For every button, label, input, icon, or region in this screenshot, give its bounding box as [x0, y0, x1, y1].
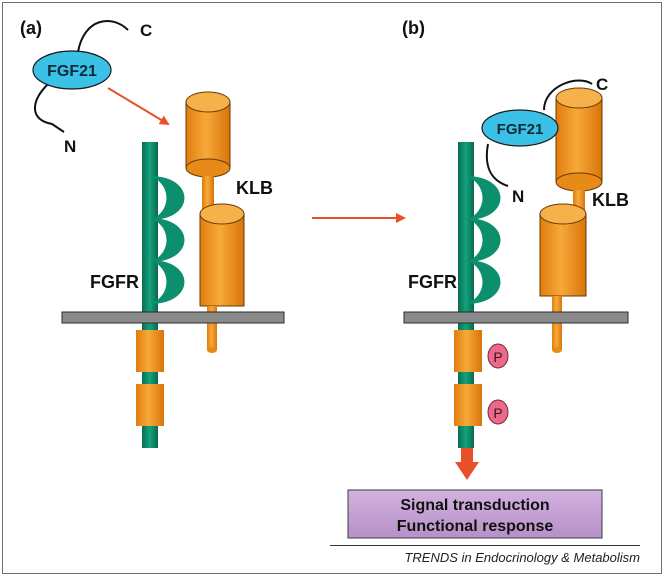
phospho-mark-2: P: [487, 399, 509, 425]
fgfr-ig-loop-1-a: [150, 176, 185, 220]
fgfr-ig-loop-3-a: [150, 260, 185, 304]
cell-membrane-a: [61, 311, 285, 324]
klb-tail-end-b: [552, 347, 562, 353]
output-line-1: Signal transduction: [400, 497, 549, 514]
klb-upper-cylinder-b: [555, 97, 603, 183]
binding-arrow-a: [107, 87, 170, 126]
fgfr-ig-loop-2-b: [466, 218, 501, 262]
klb-tail-a: [207, 306, 217, 350]
signaling-arrow: [455, 448, 479, 480]
klb-upper-cylinder-a: [185, 101, 231, 169]
klb-lower-cylinder-b: [539, 213, 587, 297]
klb-upper-base-a: [185, 158, 231, 178]
phospho-mark-1: P: [487, 343, 509, 369]
fgfr-receptor-b: FGFR: [408, 142, 501, 448]
fgf21-ligand-b: FGF21 C N: [481, 75, 608, 206]
klb-upper-cap-a: [185, 91, 231, 113]
klb-coreceptor-a: KLB: [185, 91, 273, 353]
c-terminus-tail-a: [77, 20, 129, 53]
fgf21-ellipse-a: [32, 50, 112, 90]
fgf21-label-a: FGF21: [47, 63, 97, 80]
fgfr-kinase-2-a: [136, 384, 164, 426]
n-terminus-label-b: N: [512, 187, 524, 206]
panel-b-label: (b): [402, 18, 425, 38]
fgfr-ig-loop-1-b: [466, 176, 501, 220]
n-terminus-label-a: N: [64, 137, 76, 156]
klb-upper-cap-b: [555, 87, 603, 109]
fgfr-kinase-2-b: [454, 384, 482, 426]
c-terminus-label-b: C: [596, 75, 608, 94]
fgf21-ligand-a: FGF21 C N: [32, 20, 152, 156]
klb-linker-a: [202, 176, 214, 214]
klb-lower-cap-a: [199, 203, 245, 225]
klb-label-a: KLB: [236, 178, 273, 198]
klb-lower-cylinder-a: [199, 213, 245, 307]
fgf21-ellipse-b: [481, 109, 559, 147]
phospho-label-1: P: [493, 349, 502, 365]
klb-upper-base-b: [555, 172, 603, 192]
fgfr-receptor-a: FGFR: [90, 142, 185, 448]
panel-a-label: (a): [20, 18, 42, 38]
n-terminus-tail-b: [485, 143, 509, 187]
fgfr-label-a: FGFR: [90, 272, 139, 292]
fgfr-ig-loop-3-b: [466, 260, 501, 304]
klb-label-b: KLB: [592, 190, 629, 210]
output-line-2: Functional response: [397, 518, 554, 535]
klb-tail-end-a: [207, 347, 217, 353]
phospho-label-2: P: [493, 405, 502, 421]
fgfr-ig-loop-2-a: [150, 218, 185, 262]
journal-footer: TRENDS in Endocrinology & Metabolism: [330, 545, 640, 565]
fgfr-kinase-1-b: [454, 330, 482, 372]
cell-membrane-b: [403, 311, 629, 324]
fgf21-label-b: FGF21: [497, 121, 544, 138]
klb-lower-cap-b: [539, 203, 587, 225]
fgfr-label-b: FGFR: [408, 272, 457, 292]
c-terminus-label-a: C: [140, 21, 152, 40]
c-terminus-tail-b: [543, 79, 593, 111]
signal-output-box: Signal transduction Functional response: [347, 489, 603, 539]
n-terminus-tail-a: [34, 83, 65, 133]
fgfr-kinase-1-a: [136, 330, 164, 372]
output-box-frame: [347, 489, 603, 539]
